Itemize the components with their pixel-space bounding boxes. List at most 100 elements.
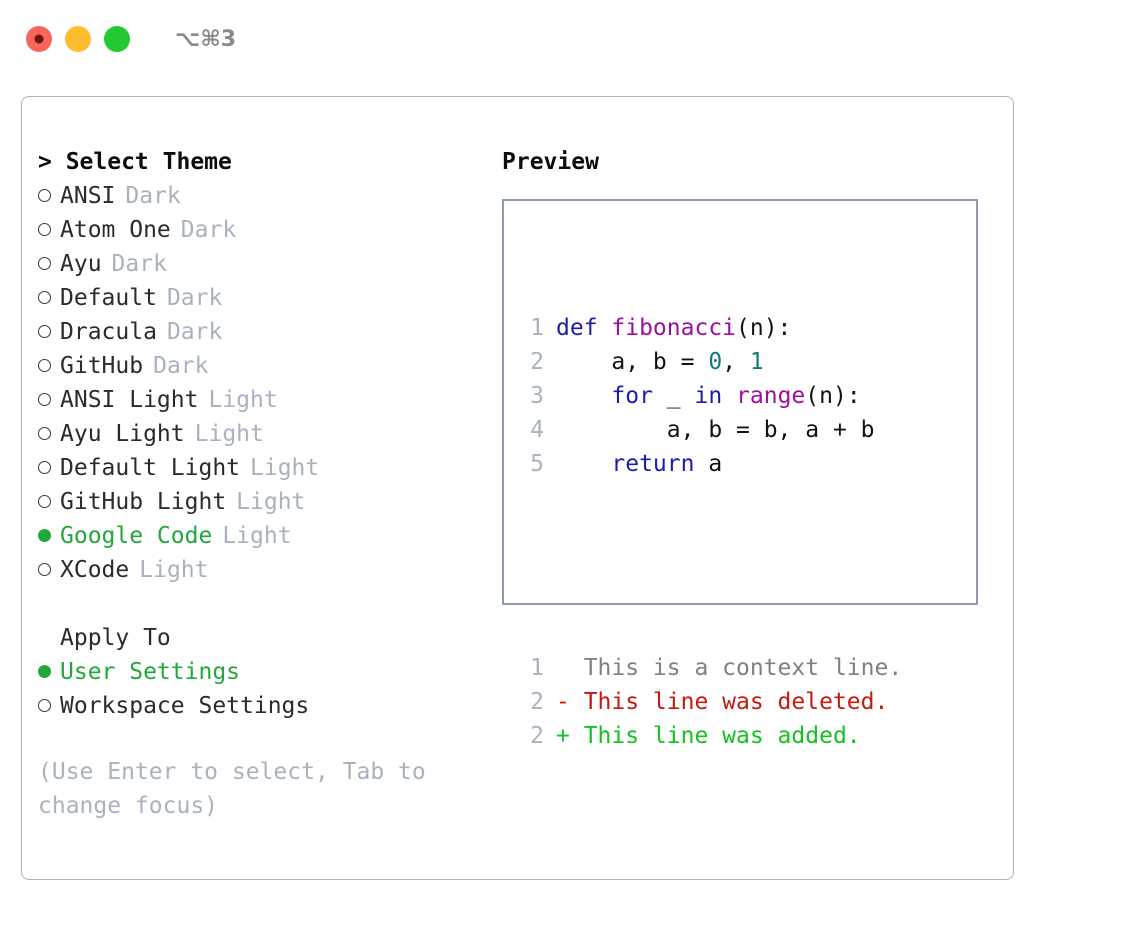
- theme-name-label: Ayu Light: [60, 421, 185, 447]
- theme-variant-badge: Dark: [111, 251, 167, 277]
- diff-sample: 1 This is a context line. 2 - This line wa…: [518, 651, 902, 753]
- theme-list-item[interactable]: GitHub Dark: [38, 349, 478, 383]
- theme-name-label: GitHub: [60, 353, 144, 379]
- code-token-plain: (n):: [805, 383, 861, 409]
- radio-mark: [38, 699, 51, 712]
- radio-mark: [38, 189, 51, 202]
- theme-variant-badge: Light: [250, 455, 320, 481]
- code-line-content: return a: [556, 447, 722, 481]
- theme-variant-badge: Light: [236, 489, 306, 515]
- code-line: 3 for _ in range(n):: [518, 379, 902, 413]
- diff-line: 2 - This line was deleted.: [518, 685, 902, 719]
- theme-name-label: ANSI Light: [60, 387, 199, 413]
- apply-to-heading: Apply To: [60, 625, 171, 651]
- radio-selected-icon: [38, 518, 60, 552]
- code-token-num: 1: [749, 349, 764, 375]
- theme-name-label: GitHub Light: [60, 489, 227, 515]
- radio-mark: [38, 665, 51, 678]
- theme-variant-badge: Light: [194, 421, 264, 447]
- theme-list-item[interactable]: GitHub Light Light: [38, 485, 478, 519]
- line-number: 5: [530, 451, 544, 477]
- theme-variant-badge: Light: [139, 557, 209, 583]
- radio-mark: [38, 359, 51, 372]
- title-bar: ⌥⌘3: [0, 0, 1140, 78]
- theme-name-label: Dracula: [60, 319, 157, 345]
- theme-name-label: XCode: [60, 557, 130, 583]
- theme-variant-badge: Light: [222, 523, 292, 549]
- keyboard-hint-text: (Use Enter to select, Tab to change focu…: [38, 759, 440, 819]
- maximize-window-button[interactable]: [104, 26, 130, 52]
- preview-heading: Preview: [502, 149, 599, 175]
- radio-unselected-icon: [38, 348, 60, 382]
- code-token-fn: range: [736, 383, 806, 409]
- code-line-content: a, b = 0, 1: [556, 345, 764, 379]
- code-token-plain: a, b = b, a + b: [556, 417, 875, 443]
- theme-name-label: Ayu: [60, 251, 102, 277]
- radio-unselected-icon: [38, 178, 60, 212]
- diff-line-content: This is a context line.: [556, 655, 903, 681]
- radio-mark: [38, 291, 51, 304]
- radio-mark: [38, 495, 51, 508]
- radio-unselected-icon: [38, 552, 60, 586]
- theme-list-item[interactable]: Ayu Light Light: [38, 417, 478, 451]
- theme-variant-badge: Dark: [153, 353, 209, 379]
- radio-mark: [38, 223, 51, 236]
- diff-line-content: - This line was deleted.: [556, 689, 889, 715]
- code-token-fn: fibonacci: [611, 315, 737, 341]
- apply-to-label: User Settings: [60, 659, 241, 685]
- diff-line-content: + This line was added.: [556, 723, 861, 749]
- code-token-kw: def: [556, 315, 612, 341]
- radio-unselected-icon: [38, 280, 60, 314]
- theme-list-item[interactable]: XCode Light: [38, 553, 478, 587]
- minimize-window-button[interactable]: [65, 26, 91, 52]
- radio-unselected-icon: [38, 450, 60, 484]
- close-window-button[interactable]: [26, 26, 52, 52]
- line-number: 4: [530, 417, 544, 443]
- code-token-kw: in: [694, 383, 723, 409]
- diff-line: 2 + This line was added.: [518, 719, 902, 753]
- code-token-plain: ,: [722, 349, 750, 375]
- theme-list-item[interactable]: ANSI Light Light: [38, 383, 478, 417]
- radio-unselected-icon: [38, 212, 60, 246]
- theme-name-label: Default: [60, 285, 157, 311]
- radio-mark: [38, 461, 51, 474]
- line-number: 2: [530, 349, 544, 375]
- apply-to-option[interactable]: User Settings: [38, 655, 478, 689]
- code-token-plain: _: [652, 383, 695, 409]
- code-token-num: 0: [708, 349, 723, 375]
- theme-list-item[interactable]: Ayu Dark: [38, 247, 478, 281]
- section-spacer: [38, 587, 478, 621]
- radio-mark: [38, 257, 51, 270]
- code-line-content: def fibonacci(n):: [556, 311, 791, 345]
- apply-to-option[interactable]: Workspace Settings: [38, 689, 478, 723]
- radio-unselected-icon: [38, 246, 60, 280]
- theme-name-label: Atom One: [60, 217, 171, 243]
- radio-unselected-icon: [38, 314, 60, 348]
- code-token-kw: return: [611, 451, 695, 477]
- code-token-plain: a, b =: [556, 349, 709, 375]
- line-number: 2: [530, 723, 544, 749]
- line-number: 2: [530, 689, 544, 715]
- theme-list-item[interactable]: Dracula Dark: [38, 315, 478, 349]
- theme-variant-badge: Dark: [166, 319, 223, 345]
- diff-line: 1 This is a context line.: [518, 651, 902, 685]
- radio-mark: [38, 325, 51, 338]
- code-token-kw: for: [611, 383, 653, 409]
- theme-variant-badge: Dark: [125, 183, 181, 209]
- theme-variant-badge: Light: [208, 387, 278, 413]
- line-number: 1: [530, 655, 544, 681]
- traffic-light-controls: [26, 26, 130, 52]
